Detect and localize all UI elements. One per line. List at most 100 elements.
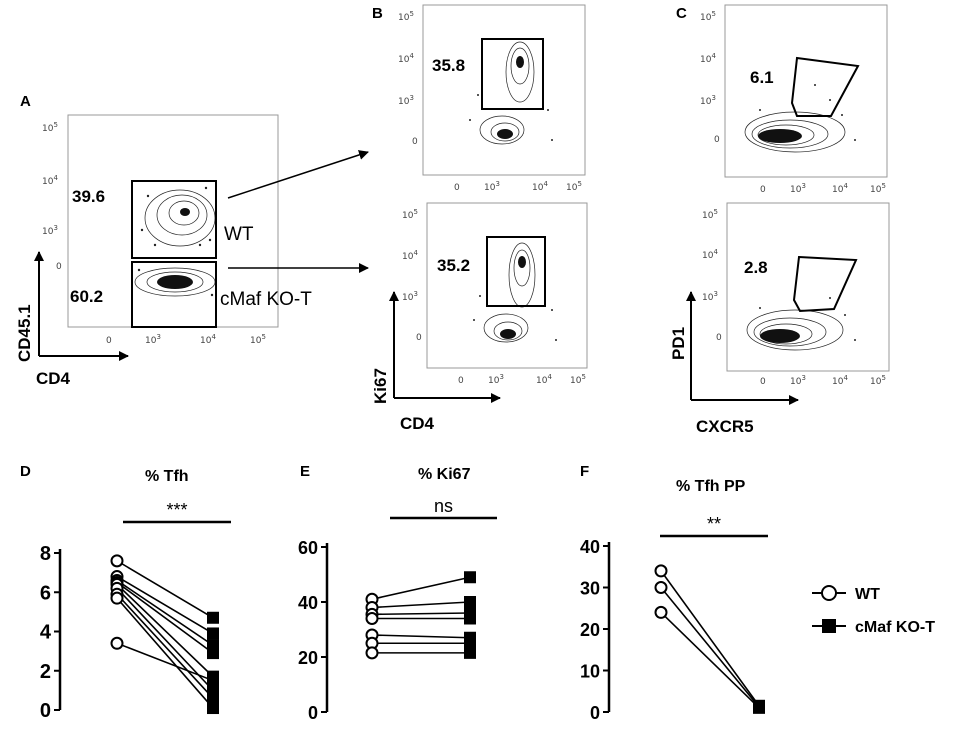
y-tick-label: 20 bbox=[298, 648, 318, 668]
c2-xtick-1e5: 105 bbox=[870, 374, 886, 387]
gate-c-top bbox=[790, 56, 860, 117]
c2-ytick-0: 0 bbox=[716, 333, 722, 343]
c2-xtick-1e4: 104 bbox=[832, 374, 848, 387]
wt-point bbox=[365, 612, 379, 625]
pair-line bbox=[660, 586, 760, 708]
legend-ko-marker bbox=[822, 619, 836, 633]
pair-line bbox=[116, 581, 214, 654]
c2-ytick-1e3: 103 bbox=[702, 290, 718, 303]
b2-ytick-1e5: 105 bbox=[402, 208, 418, 221]
c1-ytick-1e3: 103 bbox=[700, 94, 716, 107]
pair-line bbox=[116, 575, 214, 635]
c1-ytick-1e4: 104 bbox=[700, 52, 716, 65]
b-y-axis-label: Ki67 bbox=[371, 368, 390, 404]
gate-b-top bbox=[481, 38, 544, 110]
c1-xtick-1e3: 103 bbox=[790, 182, 806, 195]
y-tick-label: 0 bbox=[308, 703, 318, 723]
b1-xtick-1e3: 103 bbox=[484, 180, 500, 193]
panel-c-top-frame bbox=[724, 4, 888, 178]
gate-c-bottom bbox=[792, 255, 858, 313]
pair-line bbox=[116, 597, 214, 709]
ko-point bbox=[464, 637, 476, 650]
c-y-axis-label: PD1 bbox=[669, 327, 688, 360]
a-ytick-1e3: 103 bbox=[42, 224, 58, 237]
y-tick-label: 0 bbox=[40, 700, 51, 722]
y-tick-label: 0 bbox=[590, 703, 600, 723]
pair-line bbox=[371, 576, 471, 601]
y-tick-label: 10 bbox=[580, 662, 600, 682]
panel-label-e: E bbox=[300, 463, 310, 480]
pair-line bbox=[116, 642, 214, 682]
pair-line bbox=[116, 583, 214, 678]
panel-label-a: A bbox=[20, 93, 31, 110]
panel-b-bottom-frame bbox=[426, 202, 588, 369]
c-top-value: 6.1 bbox=[750, 68, 774, 87]
b1-xtick-1e5: 105 bbox=[566, 180, 582, 193]
c-bottom-value: 2.8 bbox=[744, 258, 768, 277]
b2-ytick-1e4: 104 bbox=[402, 249, 418, 262]
pair-line bbox=[116, 593, 214, 699]
panel-a-xticks: 0 103 104 105 bbox=[106, 333, 266, 346]
gate-wt-value: 39.6 bbox=[72, 187, 105, 206]
ko-point bbox=[207, 674, 219, 687]
ko-point bbox=[464, 596, 476, 608]
b1-xtick-0: 0 bbox=[454, 183, 460, 193]
gate-cmaf-ko bbox=[131, 261, 217, 328]
gate-b-bottom bbox=[486, 236, 546, 307]
gate-cmaf-ko-value: 60.2 bbox=[70, 287, 103, 306]
pair-line bbox=[660, 570, 760, 707]
panel-c-top-density bbox=[744, 84, 856, 153]
wt-point bbox=[110, 636, 124, 650]
b2-ytick-0: 0 bbox=[416, 333, 422, 343]
pair-line bbox=[116, 579, 214, 646]
legend-wt-label: WT bbox=[855, 586, 880, 603]
panel-a-density bbox=[134, 186, 216, 297]
a-x-axis-label: CD4 bbox=[36, 369, 71, 388]
wt-point bbox=[110, 591, 124, 605]
b2-xtick-1e5: 105 bbox=[570, 373, 586, 386]
legend-wt-marker bbox=[821, 585, 837, 601]
panel-label-f: F bbox=[580, 463, 589, 480]
panel-label-d: D bbox=[20, 463, 31, 480]
ko-point bbox=[207, 702, 219, 715]
significance-label: ns bbox=[434, 496, 453, 516]
y-tick-label: 40 bbox=[298, 593, 318, 613]
ko-point bbox=[464, 612, 476, 625]
ko-point bbox=[464, 571, 476, 584]
b1-ytick-1e5: 105 bbox=[398, 10, 414, 23]
ko-point bbox=[464, 646, 476, 659]
pair-line bbox=[660, 611, 760, 709]
wt-point bbox=[365, 646, 379, 660]
b1-ytick-0: 0 bbox=[412, 137, 418, 147]
panel-b: B 105 104 103 0 0 103 104 105 35.8 105 1… bbox=[371, 4, 588, 433]
a-ytick-1e5: 105 bbox=[42, 121, 58, 134]
c2-xtick-1e3: 103 bbox=[790, 374, 806, 387]
significance-label: *** bbox=[166, 500, 187, 520]
y-tick-label: 6 bbox=[40, 582, 51, 604]
legend-ko-label: cMaf KO-T bbox=[855, 619, 935, 636]
y-tick-label: 8 bbox=[40, 543, 51, 565]
b-top-value: 35.8 bbox=[432, 56, 465, 75]
c1-xtick-1e4: 104 bbox=[832, 182, 848, 195]
b1-ytick-1e4: 104 bbox=[398, 52, 414, 65]
a-xtick-0: 0 bbox=[106, 336, 112, 346]
y-tick-label: 2 bbox=[40, 661, 51, 683]
c2-ytick-1e5: 105 bbox=[702, 208, 718, 221]
a-xtick-1e3: 103 bbox=[145, 333, 161, 346]
wt-point bbox=[654, 605, 668, 619]
legend: WT cMaf KO-T bbox=[812, 585, 935, 636]
panel-label-c: C bbox=[676, 5, 687, 22]
b-x-axis-label: CD4 bbox=[400, 414, 435, 433]
ko-point bbox=[207, 647, 219, 660]
gate-wt bbox=[131, 180, 217, 259]
gate-cmaf-ko-name: cMaf KO-T bbox=[220, 289, 312, 310]
panel-c-bottom-frame bbox=[726, 202, 890, 372]
plot-title: % Tfh PP bbox=[676, 478, 746, 495]
c1-ytick-1e5: 105 bbox=[700, 10, 716, 23]
y-tick-label: 60 bbox=[298, 538, 318, 558]
pair-line bbox=[371, 601, 471, 609]
a-y-axis-label: CD45.1 bbox=[15, 304, 34, 362]
panel-b-top-density bbox=[469, 41, 553, 145]
